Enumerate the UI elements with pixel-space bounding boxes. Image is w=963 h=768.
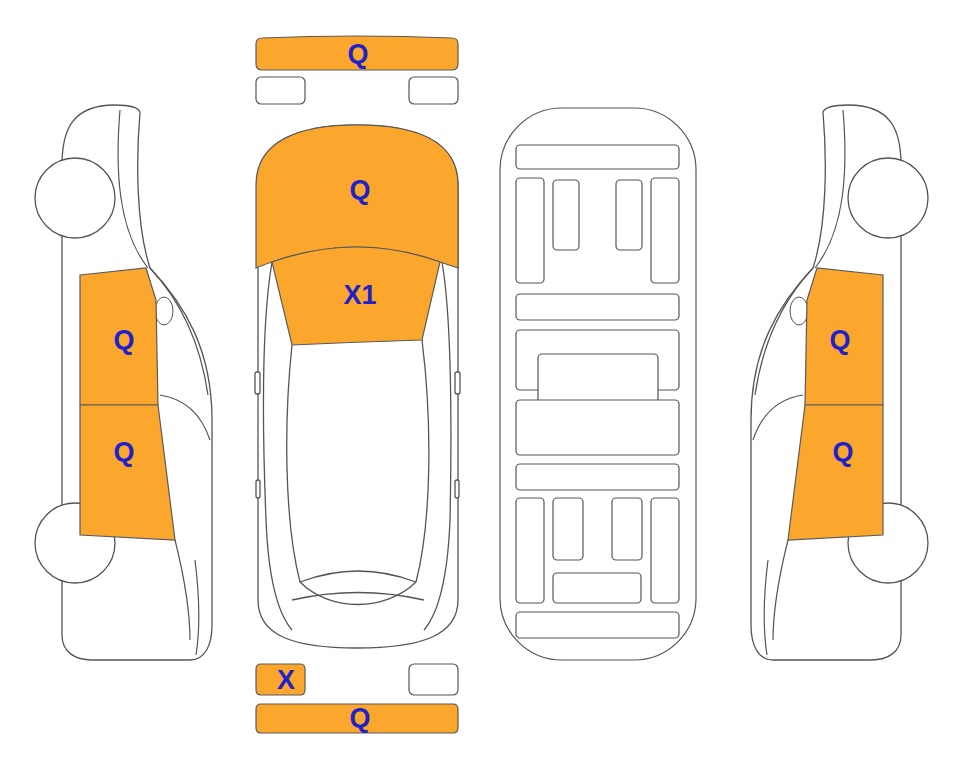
damage-code: Q — [113, 327, 134, 354]
damage-fill — [80, 405, 175, 540]
windshield-panel: X1 — [268, 238, 444, 348]
damage-fill — [256, 664, 305, 695]
door-handle — [256, 480, 260, 498]
damage-code: Q — [349, 705, 370, 732]
underbody-panel — [516, 612, 679, 638]
headlight — [409, 77, 458, 104]
damage-fill — [256, 36, 458, 70]
panel-outline — [786, 403, 885, 543]
damage-code: Q — [113, 439, 134, 466]
damage-fill — [272, 247, 440, 345]
top-view-car — [255, 125, 460, 648]
right-front-door: Q — [803, 265, 885, 407]
underbody-panel — [516, 145, 679, 169]
left-rear-door: Q — [78, 403, 178, 543]
underbody-panel — [651, 498, 679, 603]
damage-code: X — [277, 667, 295, 694]
door-handle — [455, 480, 459, 498]
underbody-view — [500, 108, 696, 660]
damage-fill — [805, 268, 883, 405]
damage-code: Q — [832, 439, 853, 466]
side-mirror — [455, 372, 460, 394]
rear-bumper: Q — [254, 702, 460, 735]
front-bumper: Q — [254, 34, 460, 72]
underbody-panel — [516, 294, 679, 320]
roof-outline — [287, 340, 429, 605]
underbody-panel — [553, 573, 641, 603]
right-rear-door: Q — [786, 403, 885, 543]
underbody-panel — [612, 498, 642, 560]
damage-fill — [256, 704, 458, 733]
damage-code: X1 — [343, 282, 376, 309]
underbody-panel — [651, 178, 679, 283]
panel-outline — [78, 403, 178, 543]
underbody-outline — [500, 108, 696, 660]
damage-fill — [788, 405, 883, 540]
damage-code: Q — [347, 41, 368, 68]
right-side-car — [751, 105, 928, 660]
taillight — [409, 664, 458, 695]
underbody-panel — [516, 498, 544, 603]
side-mirror — [255, 372, 260, 394]
underbody-panel — [616, 180, 642, 250]
left-side-car — [35, 105, 212, 660]
headlight — [256, 77, 305, 104]
damage-fill — [80, 268, 158, 405]
underbody-panel — [516, 464, 679, 490]
damage-code: Q — [349, 177, 370, 204]
left-front-door: Q — [78, 265, 162, 407]
underbody-panel — [553, 498, 583, 560]
damage-code: Q — [829, 327, 850, 354]
underbody-panel — [553, 180, 579, 250]
rear-left-light: X — [254, 662, 307, 697]
rear-window — [292, 571, 424, 600]
underbody-panel — [516, 178, 544, 283]
underbody-panel — [516, 400, 679, 455]
